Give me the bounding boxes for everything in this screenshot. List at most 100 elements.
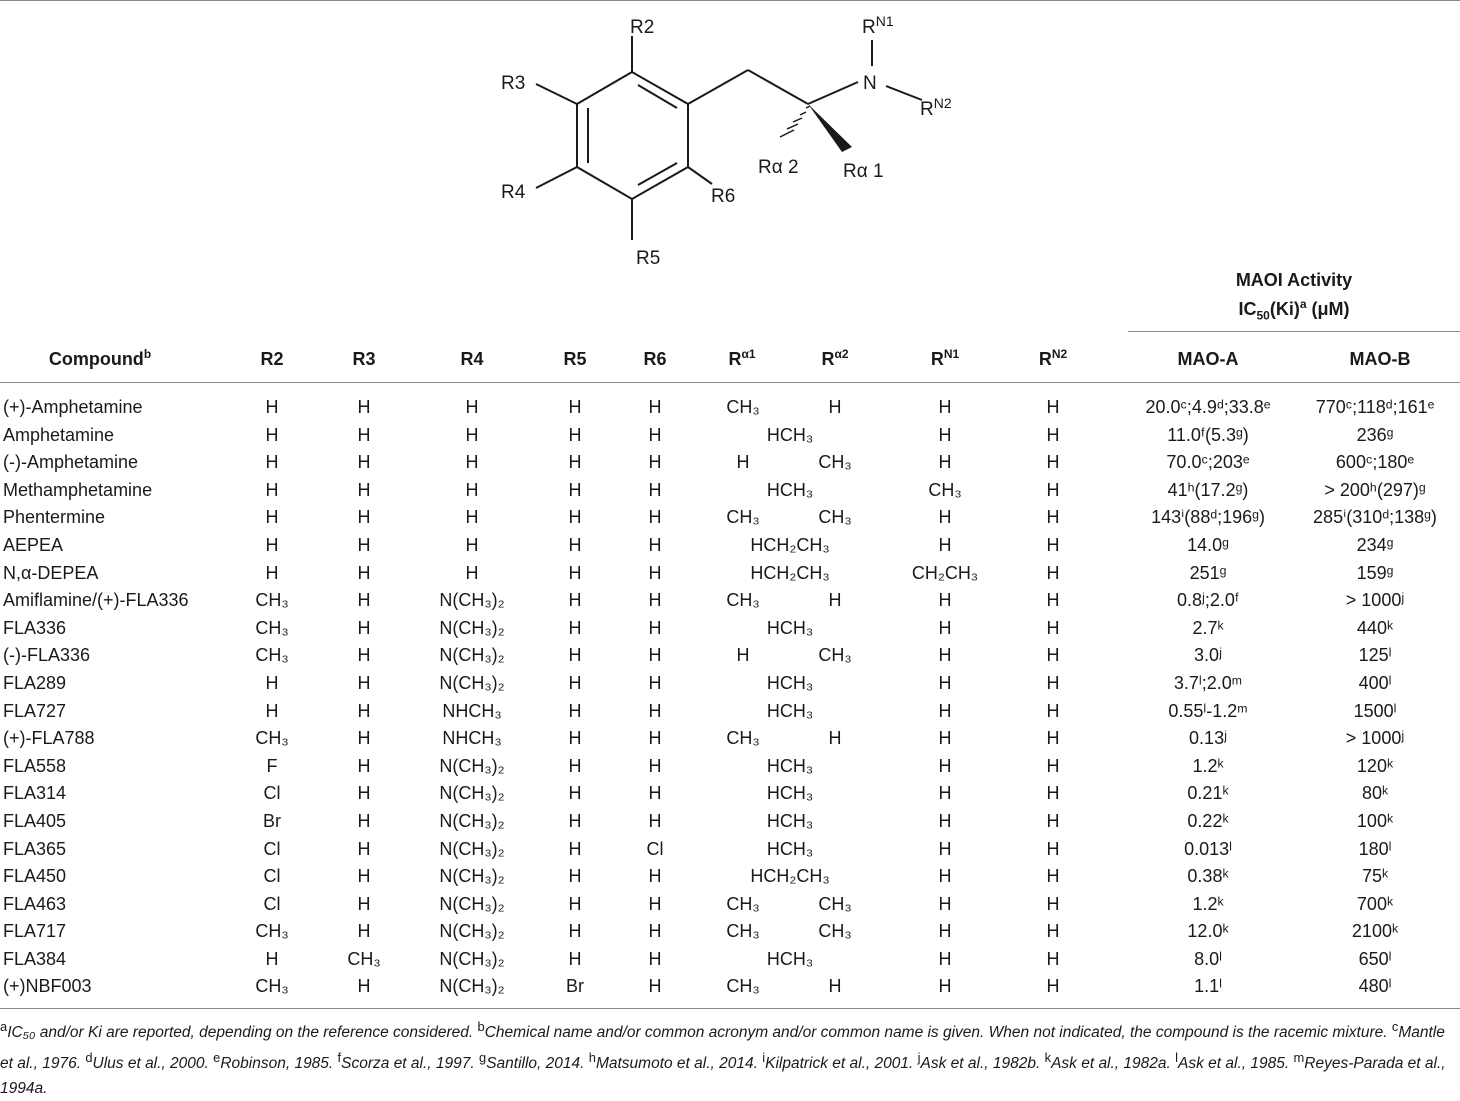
- cell-ra-merged: HCH₂CH₃: [750, 534, 830, 555]
- cell-r4: H: [465, 534, 479, 555]
- cell-maoa: 20.0ᶜ;4.9ᵈ;33.8ᵉ: [1145, 397, 1271, 417]
- cell-rn2: H: [1046, 728, 1060, 749]
- cell-name: (+)NBF003: [3, 976, 92, 997]
- cell-name: FLA365: [3, 838, 67, 859]
- cell-maoa: 0.013ˡ: [1184, 838, 1232, 859]
- cell-maoa: 12.0ᵏ: [1187, 921, 1229, 942]
- cell-maob: 480ˡ: [1358, 976, 1392, 997]
- bond-calpha-n: [807, 81, 859, 105]
- cell-rn2: H: [1046, 672, 1060, 693]
- top-rule: [0, 0, 1460, 1]
- cell-r2: Br: [263, 810, 281, 831]
- cell-name: (+)-Amphetamine: [3, 397, 143, 417]
- cell-ra1: CH₃: [726, 921, 760, 942]
- cell-r6: H: [648, 645, 662, 666]
- cell-r2: CH₃: [255, 728, 289, 749]
- cell-rn2: H: [1046, 838, 1060, 859]
- bond-ch2: [687, 69, 749, 105]
- cell-ra2: H: [828, 728, 842, 749]
- cell-r3: H: [357, 755, 371, 776]
- cell-rn2: H: [1046, 755, 1060, 776]
- cell-name: FLA384: [3, 948, 67, 969]
- cell-r6: H: [648, 976, 662, 997]
- cell-ra2: CH₃: [818, 921, 852, 942]
- cell-rn1: H: [938, 452, 952, 473]
- cell-maoa: 251ᵍ: [1189, 562, 1227, 583]
- label-r3: R3: [501, 73, 525, 94]
- cell-rn2: H: [1046, 452, 1060, 473]
- cell-r5: H: [568, 783, 582, 804]
- cell-name: Amphetamine: [3, 424, 115, 445]
- label-rn2: RN2: [920, 95, 952, 120]
- cell-ra-merged: HCH₃: [766, 783, 814, 804]
- cell-r5: H: [568, 700, 582, 721]
- cell-r6: Cl: [646, 838, 664, 859]
- cell-r4: N(CH₃)₂: [439, 645, 505, 666]
- cell-r3: H: [357, 728, 371, 749]
- cell-r5: H: [568, 645, 582, 666]
- cell-ra-merged: HCH₃: [766, 479, 814, 500]
- cell-rn2: H: [1046, 590, 1060, 611]
- cell-r4: H: [465, 424, 479, 445]
- cell-r3: H: [357, 397, 371, 417]
- cell-r5: H: [568, 617, 582, 638]
- cell-r3: H: [357, 838, 371, 859]
- cell-ra2: H: [828, 590, 842, 611]
- cell-maoa: 0.21ᵏ: [1187, 783, 1229, 804]
- cell-r5: H: [568, 893, 582, 914]
- cell-r2: CH₃: [255, 921, 289, 942]
- wedge-bond-ra1: [808, 104, 852, 152]
- cell-maob: 125ˡ: [1358, 645, 1392, 666]
- cell-r6: H: [648, 755, 662, 776]
- cell-name: (-)-FLA336: [3, 645, 91, 666]
- cell-rn1: H: [938, 755, 952, 776]
- cell-r4: N(CH₃)₂: [439, 948, 505, 969]
- cell-name: Methamphetamine: [3, 479, 153, 500]
- cell-r2: CH₃: [255, 617, 289, 638]
- cell-maoa: 3.0ʲ: [1194, 645, 1222, 666]
- maoi-activity-title: MAOI Activity: [1235, 270, 1353, 290]
- cell-r4: N(CH₃)₂: [439, 617, 505, 638]
- label-n: N: [863, 73, 877, 94]
- cell-r5: H: [568, 397, 582, 417]
- cell-r5: H: [568, 755, 582, 776]
- cell-maoa: 8.0ˡ: [1194, 948, 1222, 969]
- cell-name: FLA314: [3, 783, 67, 804]
- cell-r3: CH₃: [347, 948, 381, 969]
- cell-ra-merged: HCH₂CH₃: [750, 562, 830, 583]
- label-ralpha2: Rα 2: [758, 157, 799, 178]
- maoi-header-rule: [1128, 331, 1460, 332]
- cell-r5: H: [568, 672, 582, 693]
- cell-ra1: CH₃: [726, 728, 760, 749]
- cell-rn2: H: [1046, 976, 1060, 997]
- cell-r3: H: [357, 672, 371, 693]
- cell-maob: 600ᶜ;180ᵉ: [1335, 452, 1415, 473]
- header-rule: [0, 382, 1460, 383]
- cell-r4: H: [465, 507, 479, 528]
- cell-ra1: CH₃: [726, 397, 760, 417]
- cell-r6: H: [648, 893, 662, 914]
- cell-r2: Cl: [263, 783, 281, 804]
- cell-name: (+)-FLA788: [3, 728, 95, 749]
- cell-rn1: H: [938, 534, 952, 555]
- cell-r3: H: [357, 976, 371, 997]
- cell-r6: H: [648, 562, 662, 583]
- cell-name: (-)-Amphetamine: [3, 452, 139, 473]
- bond-r6: [687, 166, 713, 185]
- cell-r4: H: [465, 479, 479, 500]
- label-ralpha1: Rα 1: [843, 161, 884, 182]
- cell-name: FLA463: [3, 893, 67, 914]
- cell-rn2: H: [1046, 700, 1060, 721]
- maoi-units-title: IC50(Ki)a (μM): [1238, 297, 1350, 323]
- cell-rn1: H: [938, 617, 952, 638]
- cell-r6: H: [648, 617, 662, 638]
- cell-r4: NHCH₃: [442, 700, 502, 721]
- cell-r2: Cl: [263, 893, 281, 914]
